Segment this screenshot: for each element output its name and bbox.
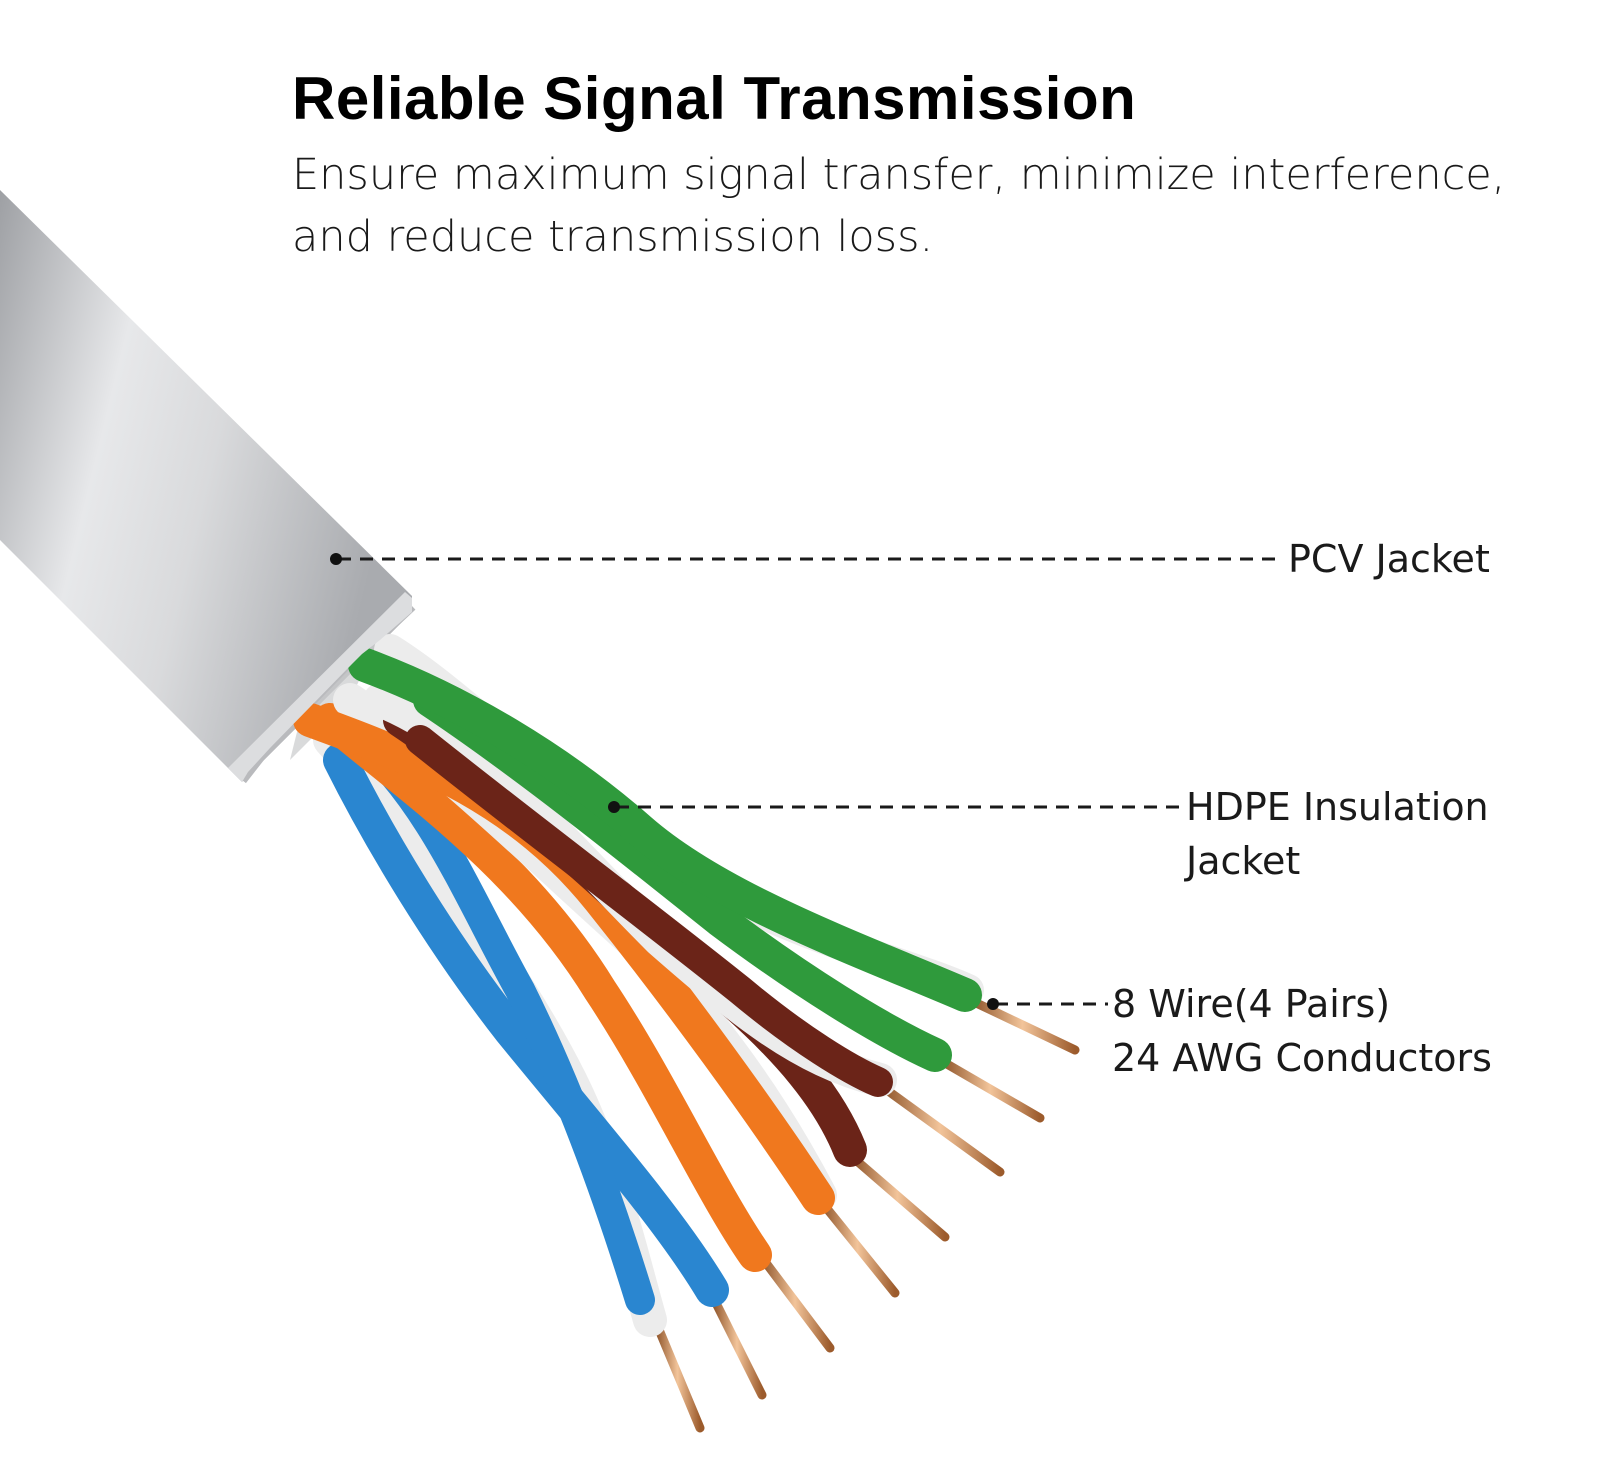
conductor-4	[845, 1150, 950, 1242]
leader-dot-jacket	[330, 553, 342, 565]
label-pvc-jacket: PCV Jacket	[1288, 532, 1490, 586]
conductor-2	[935, 1055, 1045, 1123]
subtitle-line-1: Ensure maximum signal transfer, minimize…	[292, 150, 1506, 200]
wire-orange-lower	[313, 703, 772, 1272]
label-hdpe-insulation: HDPE Insulation Jacket	[1186, 780, 1489, 888]
label-conductors: 8 Wire(4 Pairs) 24 AWG Conductors	[1112, 977, 1492, 1085]
twisted-pairs	[293, 634, 984, 1337]
leader-dot-insulation	[608, 801, 620, 813]
label-hdpe-line-2: Jacket	[1186, 839, 1301, 883]
wire-green	[348, 648, 982, 1012]
leader-lines	[338, 557, 1284, 1006]
conductor-3	[875, 1080, 1005, 1177]
copper-conductors	[650, 995, 1080, 1433]
subtitle-line-2: and reduce transmission loss.	[292, 212, 934, 262]
jacket-rim	[228, 592, 412, 782]
conductor-7	[707, 1290, 767, 1400]
conductor-5	[815, 1195, 900, 1298]
label-conductors-line-1: 8 Wire(4 Pairs)	[1112, 982, 1391, 1026]
label-pvc-jacket-text: PCV Jacket	[1288, 537, 1490, 581]
wire-brown-2	[405, 725, 893, 1097]
conductor-1	[965, 995, 1080, 1055]
wire-green-lower	[413, 683, 952, 1072]
leader-dots	[330, 553, 999, 1010]
conductor-6	[755, 1250, 835, 1353]
label-hdpe-line-1: HDPE Insulation	[1186, 785, 1489, 829]
conductor-8	[650, 1315, 705, 1433]
page-title: Reliable Signal Transmission	[292, 65, 1137, 132]
pvc-jacket-body	[0, 190, 412, 782]
label-conductors-line-2: 24 AWG Conductors	[1112, 1036, 1492, 1080]
leader-dot-conductors	[987, 998, 999, 1010]
wire-blue	[323, 743, 729, 1307]
page-subtitle: Ensure maximum signal transfer, minimize…	[292, 144, 1582, 268]
